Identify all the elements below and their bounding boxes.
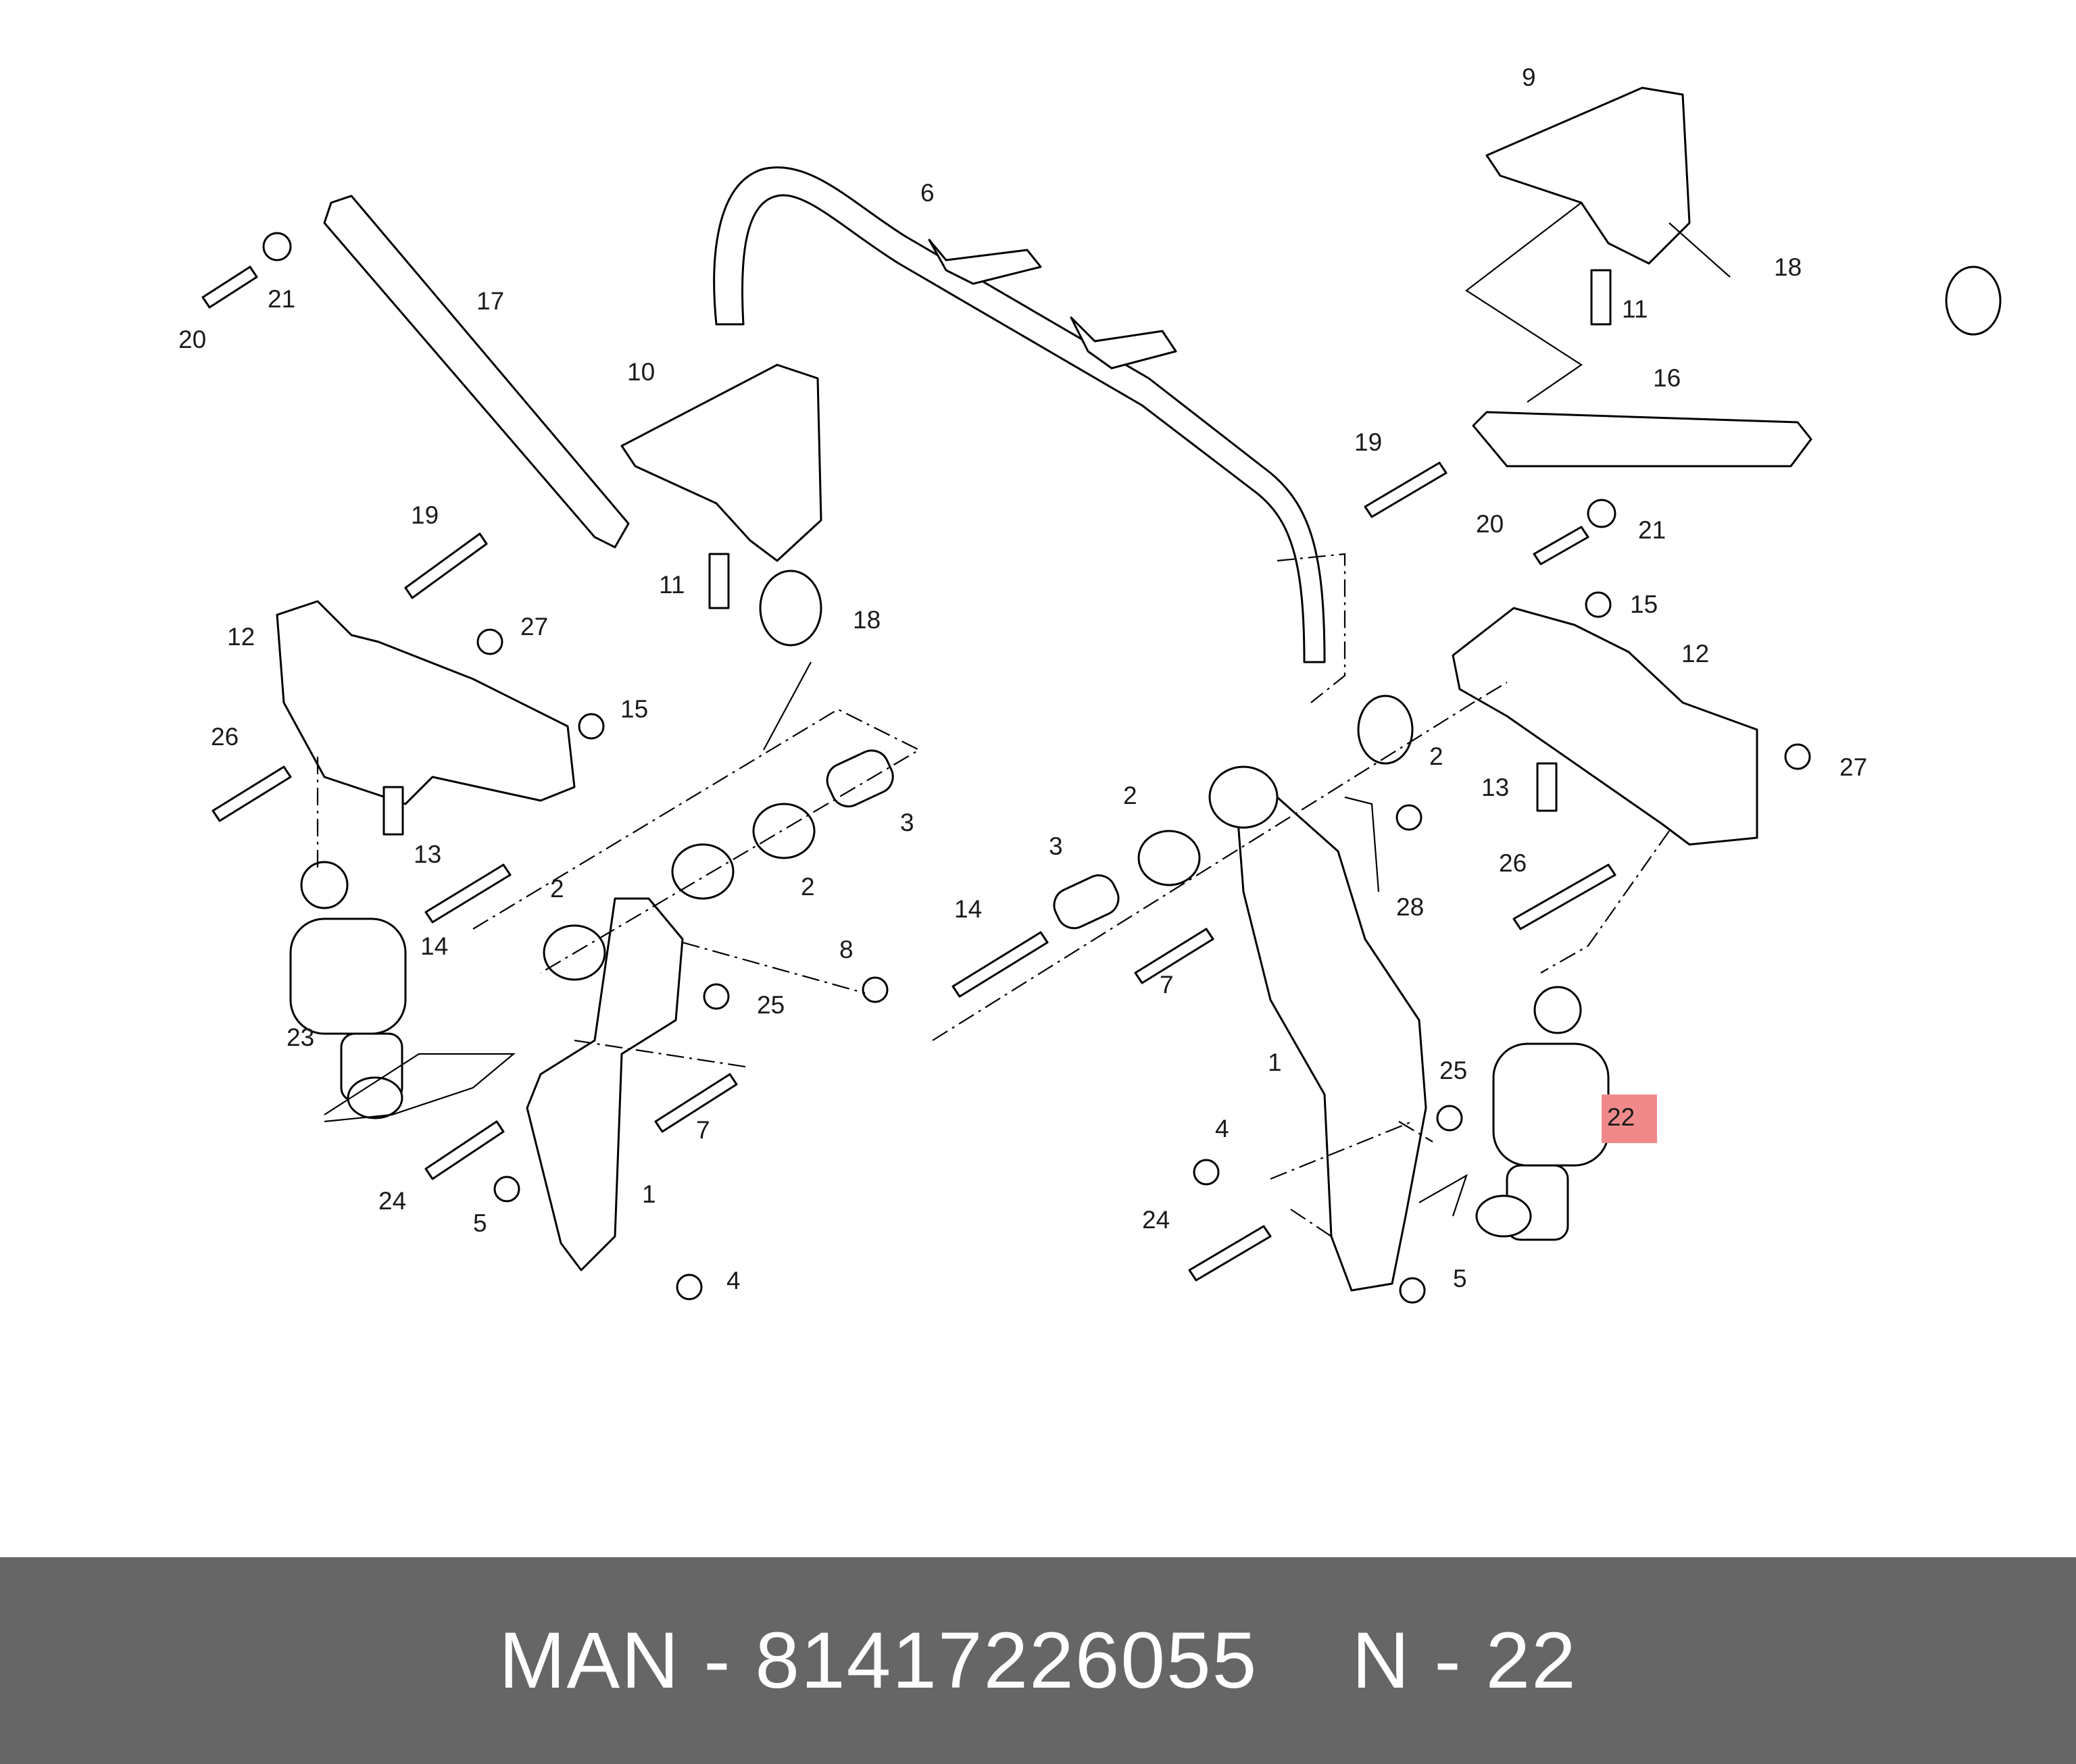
label-4-right: 4	[1215, 1115, 1229, 1142]
label-22: 22	[1607, 1103, 1635, 1131]
label-17: 17	[476, 287, 504, 315]
label-20-right: 20	[1476, 510, 1504, 538]
bar-bracket-b	[1070, 316, 1177, 370]
air-spring-23-eye	[300, 861, 349, 909]
label-6: 6	[920, 179, 935, 207]
label-25-left: 25	[757, 991, 785, 1019]
label-2-mid: 2	[1123, 782, 1137, 809]
label-8: 8	[839, 936, 854, 963]
label-21-left: 21	[268, 285, 295, 313]
label-24-right: 24	[1142, 1206, 1170, 1234]
label-11-left: 11	[659, 571, 685, 599]
air-spring-22-bottom-eye	[1475, 1194, 1532, 1238]
footer-part-number: 81417226055	[755, 1616, 1258, 1705]
bolts	[201, 266, 1616, 1282]
label-16: 16	[1653, 364, 1681, 392]
footer-brand: MAN	[499, 1616, 681, 1705]
spring-bracket-left	[276, 600, 576, 805]
label-13-left: 13	[414, 840, 441, 868]
label-14-left: 14	[420, 932, 448, 960]
nuts-washers	[262, 232, 1811, 1304]
label-2-right-bushing: 2	[1429, 742, 1443, 770]
label-15-left: 15	[620, 695, 648, 723]
label-11-right: 11	[1622, 295, 1648, 323]
footer-position-ref: N - 22	[1352, 1616, 1577, 1705]
leader-lines	[324, 202, 1731, 1217]
label-7-right: 7	[1160, 971, 1174, 999]
label-4-left: 4	[726, 1267, 741, 1294]
footer-gap	[1258, 1615, 1352, 1707]
label-26-left: 26	[211, 723, 239, 751]
spring-bracket-right	[1452, 607, 1758, 846]
label-3-right: 3	[1049, 832, 1063, 860]
label-21-right: 21	[1638, 516, 1666, 544]
assembly-lines	[316, 553, 1670, 1237]
label-1-right: 1	[1268, 1049, 1282, 1076]
bar-bracket-a	[928, 238, 1042, 285]
arm-1-left	[526, 897, 684, 1271]
label-3-left: 3	[900, 809, 914, 836]
label-9: 9	[1522, 64, 1536, 91]
label-15-right: 15	[1630, 590, 1658, 618]
label-18-left: 18	[853, 606, 881, 634]
strut-17	[323, 195, 630, 549]
exploded-view-drawing: 9 6 18 11 21 17 20 10 16 19 19 20 21 11 …	[178, 64, 2002, 1304]
label-27-left: 27	[520, 613, 548, 640]
footer-separator: -	[680, 1616, 756, 1705]
air-spring-23	[289, 917, 407, 1035]
label-2-left: 2	[550, 875, 564, 903]
label-28: 28	[1396, 893, 1424, 921]
air-spring-23-bottom-eye	[347, 1076, 403, 1119]
bracket-10	[620, 363, 822, 562]
part-labels: 9 6 18 11 21 17 20 10 16 19 19 20 21 11 …	[178, 64, 1867, 1294]
label-7-left: 7	[696, 1116, 710, 1144]
highlight-box	[1602, 1094, 1657, 1143]
label-1-left: 1	[642, 1180, 656, 1208]
label-24-left: 24	[378, 1187, 406, 1215]
stabilizer-bar	[713, 166, 1326, 663]
highlighted-part-callout[interactable]: 22	[1602, 1094, 1657, 1143]
air-spring-22-eye	[1533, 986, 1582, 1034]
label-12-left: 12	[227, 623, 255, 651]
bracket-9	[1485, 86, 1691, 265]
label-10: 10	[627, 358, 655, 386]
label-25-right: 25	[1439, 1057, 1467, 1084]
label-26-right: 26	[1499, 849, 1527, 877]
label-23: 23	[287, 1024, 314, 1051]
label-18-right: 18	[1774, 253, 1802, 281]
label-20-left: 20	[178, 326, 206, 353]
bushings	[543, 266, 2002, 981]
label-12-right: 12	[1681, 640, 1709, 667]
label-19-right: 19	[1354, 428, 1382, 456]
label-27-right: 27	[1839, 753, 1867, 781]
strut-16	[1472, 411, 1812, 468]
air-spring-22	[1492, 1042, 1610, 1167]
label-14-right: 14	[954, 895, 982, 923]
label-19-left: 19	[411, 501, 439, 529]
label-13-right: 13	[1481, 774, 1509, 801]
arm-1-right	[1235, 796, 1427, 1292]
label-5-left: 5	[473, 1209, 487, 1237]
label-2-center: 2	[801, 873, 815, 901]
parts-diagram: 9 6 18 11 21 17 20 10 16 19 19 20 21 11 …	[178, 64, 2002, 1304]
label-5-right: 5	[1453, 1265, 1467, 1292]
part-footer-banner: MAN - 81417226055 N - 22	[0, 1557, 2076, 1764]
